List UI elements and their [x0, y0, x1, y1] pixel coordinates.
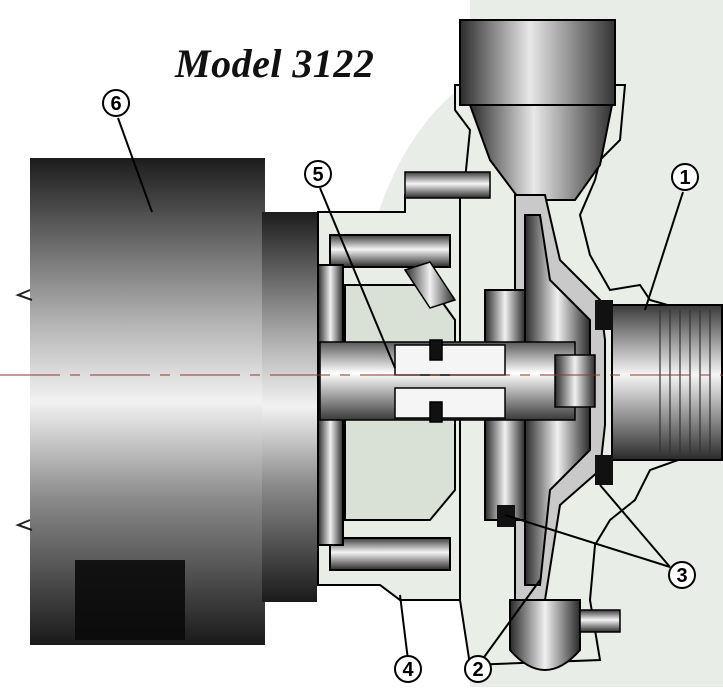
inlet-threads — [659, 310, 711, 455]
callout-4-label: 4 — [402, 659, 414, 681]
callout-6-label: 6 — [110, 93, 121, 115]
motor-housing — [15, 158, 317, 645]
callout-6: 6 — [102, 89, 130, 117]
callout-leaders — [117, 117, 684, 661]
callout-3-label: 3 — [676, 565, 687, 587]
callout-5-label: 5 — [312, 164, 323, 186]
callout-1: 1 — [671, 163, 699, 191]
casing-bolts — [404, 171, 621, 633]
callout-1-label: 1 — [679, 167, 690, 189]
callout-markers: 1 2 3 4 5 6 — [102, 89, 699, 683]
callout-2: 2 — [464, 655, 492, 683]
model-title: Model 3122 — [175, 41, 375, 86]
callout-3: 3 — [668, 561, 696, 589]
callout-4: 4 — [394, 655, 422, 683]
callout-2-label: 2 — [472, 659, 483, 681]
callout-5: 5 — [304, 160, 332, 188]
shaft-and-seal — [319, 261, 596, 423]
